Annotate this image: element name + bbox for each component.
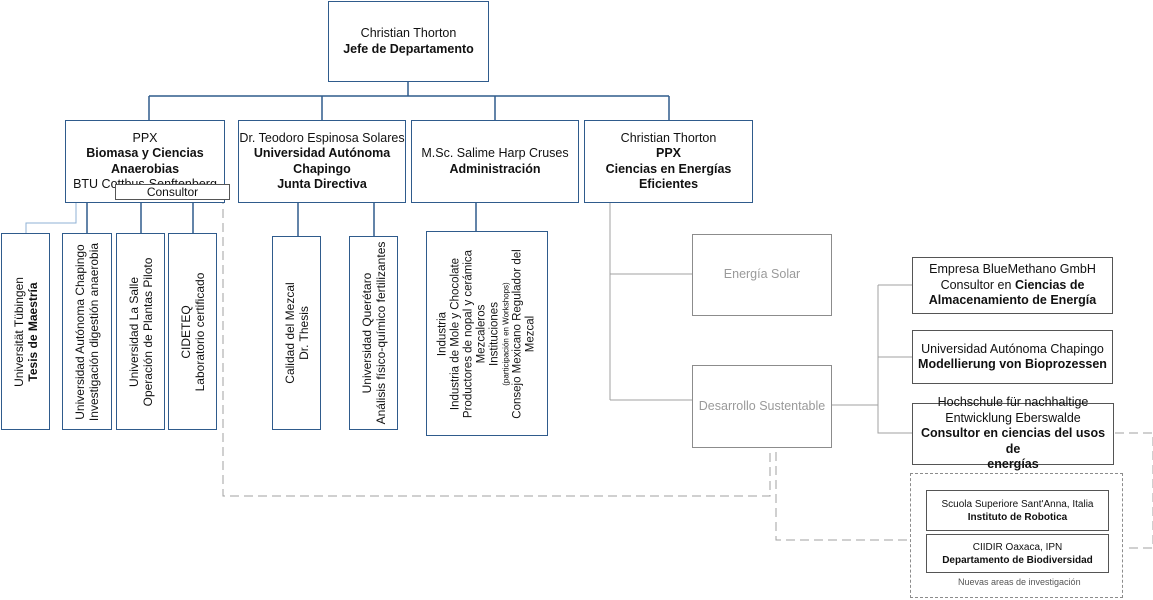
- industria-line4: Mezcaleros: [475, 304, 488, 363]
- ppx-label: PPX: [132, 130, 158, 145]
- cideteq-text: CIDETEQ Laboratorio certificado: [179, 272, 207, 391]
- bluemethano-line1: Empresa BlueMethano GmbH: [929, 262, 1096, 277]
- ppx-energias-box: Christian Thorton PPX Ciencias en Energí…: [584, 120, 753, 203]
- tubingen-text: Universität Tübingen Tesis de Maestría: [12, 277, 40, 387]
- chapingo-line2: Chapingo: [293, 161, 351, 176]
- root-title: Jefe de Departamento: [343, 41, 474, 56]
- bluemethano-line2: Consultor en Ciencias de: [941, 278, 1085, 294]
- chapingo-research-box: Universidad Autónoma Chapingo Investigac…: [62, 233, 112, 430]
- industria-line2: Industria de Mole y Chocolate: [449, 257, 462, 410]
- research-caption: Nuevas areas de investigación: [958, 577, 1081, 587]
- mezcal-line1: Calidad del Mezcal: [282, 282, 297, 384]
- eberswalde-line3: Consultor en ciencias del usos de: [920, 426, 1106, 456]
- santanna-box: Scuola Superiore Sant'Anna, Italia Insti…: [926, 490, 1109, 531]
- mezcal-line2: Dr. Thesis: [296, 306, 311, 360]
- santanna-line1: Scuola Superiore Sant'Anna, Italia: [941, 498, 1094, 510]
- eberswalde-line1: Hochschule für nachhaltige: [937, 395, 1089, 410]
- queretaro-line1: Universidad Querétaro: [359, 272, 374, 394]
- tubingen-box: Universität Tübingen Tesis de Maestría: [1, 233, 50, 430]
- cideteq-box: CIDETEQ Laboratorio certificado: [168, 233, 217, 430]
- lasalle-box: Universidad La Salle Operación de Planta…: [116, 233, 165, 430]
- industria-line6: Consejo Mexicano Regulador del: [511, 248, 524, 419]
- santanna-line2: Instituto de Robotica: [967, 511, 1068, 523]
- chapingo-research-line2: Investigación digestión anaerobia: [87, 242, 101, 421]
- industria-text: Industria Industria de Mole y Chocolate …: [437, 249, 538, 418]
- queretaro-line2: Análisis físico-químico fertilizantes: [373, 241, 388, 425]
- chapingo-modellierung-box: Universidad Autónoma Chapingo Modellieru…: [912, 330, 1113, 384]
- lasalle-line2: Operación de Plantas Piloto: [140, 257, 155, 406]
- desarrollo-sustentable-box: Desarrollo Sustentable: [692, 365, 832, 448]
- mezcal-box: Calidad del Mezcal Dr. Thesis: [272, 236, 321, 430]
- ppx-title-line1: Biomasa y Ciencias: [86, 146, 204, 160]
- administracion-box: M.Sc. Salime Harp Cruses Administración: [411, 120, 579, 203]
- research-container: [910, 473, 1123, 598]
- desarrollo-sustentable-text: Desarrollo Sustentable: [698, 398, 826, 413]
- mezcal-text: Calidad del Mezcal Dr. Thesis: [283, 282, 311, 383]
- consultor-label: Consultor: [115, 184, 230, 200]
- industria-note: (participación en Workshops): [501, 281, 511, 386]
- cideteq-line2: Laboratorio certificado: [192, 272, 207, 391]
- energia-solar-box: Energía Solar: [692, 234, 832, 316]
- bluemethano-box: Empresa BlueMethano GmbH Consultor en Ci…: [912, 257, 1113, 314]
- tubingen-line1: Universität Tübingen: [11, 276, 26, 387]
- chapingo-research-text: Universidad Autónoma Chapingo Investigac…: [73, 242, 101, 420]
- consultor-label-text: Consultor: [146, 184, 199, 199]
- industria-box: Industria Industria de Mole y Chocolate …: [426, 231, 548, 436]
- tubingen-line2: Tesis de Maestría: [25, 281, 40, 382]
- eberswalde-line4: energías: [987, 457, 1039, 472]
- industria-line7: Mezcal: [524, 315, 537, 352]
- lasalle-line1: Universidad La Salle: [126, 276, 141, 387]
- energias-line1: Ciencias en Energías: [605, 161, 732, 176]
- queretaro-box: Universidad Querétaro Análisis físico-qu…: [349, 236, 398, 430]
- energia-solar-text: Energía Solar: [723, 267, 801, 282]
- modellierung-line1: Universidad Autónoma Chapingo: [921, 341, 1104, 356]
- lasalle-text: Universidad La Salle Operación de Planta…: [127, 257, 155, 406]
- eberswalde-line2: Entwicklung Eberswalde: [945, 410, 1081, 425]
- energias-person: Christian Thorton: [620, 130, 717, 145]
- bluemethano-line3: Almacenamiento de Energía: [928, 293, 1097, 308]
- bluemethano-line2-b: Ciencias de: [1014, 277, 1085, 292]
- eberswalde-box: Hochschule für nachhaltige Entwicklung E…: [912, 395, 1114, 471]
- modellierung-line2: Modellierung von Bioprozessen: [918, 357, 1107, 371]
- ciidir-line1: CIIDIR Oaxaca, IPN: [972, 541, 1063, 553]
- ciidir-line2: Departamento de Biodiversidad: [942, 554, 1093, 566]
- industria-line1: Industria: [436, 311, 449, 356]
- chapingo-role: Junta Directiva: [277, 177, 367, 191]
- chapingo-line1: Universidad Autónoma: [253, 146, 391, 160]
- chapingo-person: Dr. Teodoro Espinosa Solares: [239, 130, 405, 145]
- industria-line5: Instituciones: [488, 301, 501, 366]
- ciidir-box: CIIDIR Oaxaca, IPN Departamento de Biodi…: [926, 534, 1109, 573]
- chapingo-box: Dr. Teodoro Espinosa Solares Universidad…: [238, 120, 406, 203]
- chapingo-research-line1: Universidad Autónoma Chapingo: [73, 243, 87, 420]
- energias-ppx: PPX: [655, 146, 681, 160]
- admin-person: M.Sc. Salime Harp Cruses: [421, 146, 569, 160]
- cideteq-line1: CIDETEQ: [178, 304, 193, 359]
- ppx-title-line2: Anaerobias: [110, 161, 180, 176]
- queretaro-text: Universidad Querétaro Análisis físico-qu…: [360, 242, 388, 425]
- bluemethano-line2-a: Consultor en: [940, 277, 1015, 292]
- root-name: Christian Thorton: [360, 26, 457, 40]
- admin-role: Administración: [449, 161, 541, 176]
- energias-line2: Eficientes: [638, 177, 699, 191]
- industria-line3: Productores de nopal y cerámica: [462, 249, 475, 418]
- root-box: Christian Thorton Jefe de Departamento: [328, 1, 489, 82]
